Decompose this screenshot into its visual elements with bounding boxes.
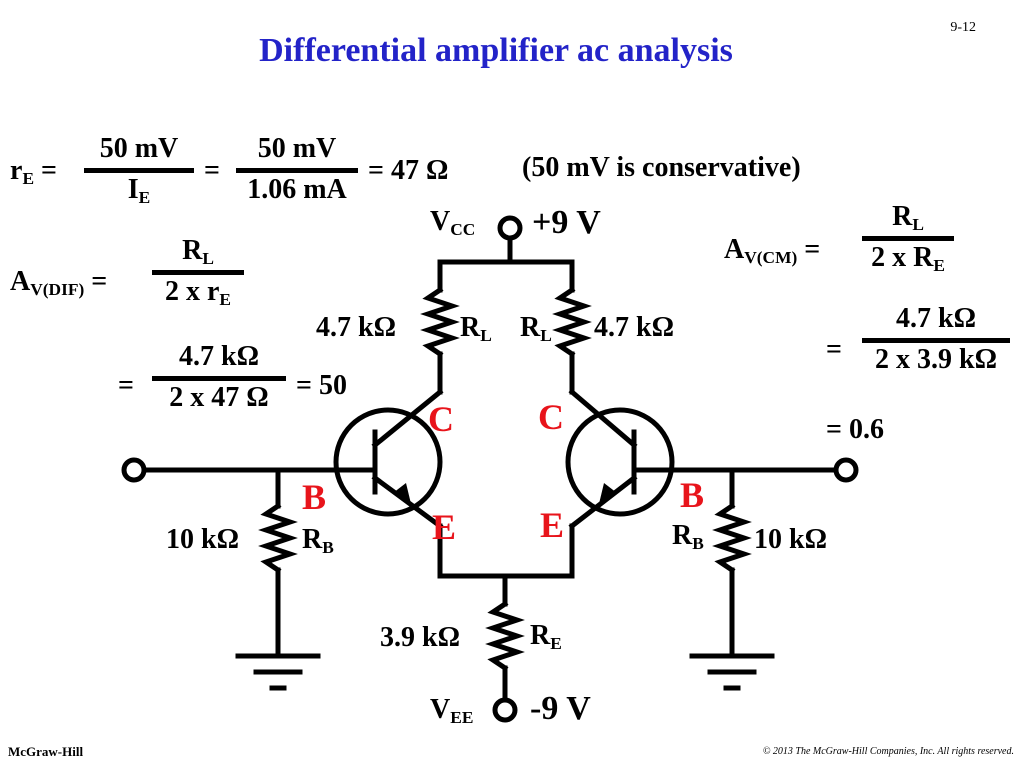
- re-label: RE: [530, 620, 562, 653]
- vcc-label: VCC: [430, 206, 476, 239]
- re-resistor-icon: [485, 600, 525, 672]
- vee-value: -9 V: [530, 690, 591, 727]
- re-result: = 47 Ω: [368, 155, 449, 186]
- vcc-terminal-icon: [497, 215, 523, 241]
- re-lhs: rE =: [10, 155, 57, 188]
- rb-left-value: 10 kΩ: [166, 524, 239, 555]
- avcm-fraction-2: 4.7 kΩ 2 x 3.9 kΩ: [862, 304, 1010, 375]
- avdif-result: = 50: [296, 370, 347, 401]
- slide-title: Differential amplifier ac analysis: [259, 32, 733, 69]
- rl-left-resistor-icon: [420, 286, 460, 358]
- avdif-fraction-1: RL 2 x rE: [152, 236, 244, 308]
- rl-right-label: RL: [520, 312, 552, 345]
- vee-label: VEE: [430, 694, 474, 727]
- left-transistor-icon: [333, 407, 443, 517]
- re-fraction-2: 50 mV 1.06 mA: [236, 134, 358, 205]
- footer-copyright: © 2013 The McGraw-Hill Companies, Inc. A…: [762, 746, 1014, 757]
- left-emitter-label: E: [432, 507, 457, 547]
- right-base-label: B: [680, 475, 705, 515]
- rl-right-value: 4.7 kΩ: [594, 312, 674, 343]
- left-input-terminal-icon: [121, 457, 147, 483]
- right-collector-label: C: [538, 397, 564, 437]
- rb-right-label: RB: [672, 520, 704, 553]
- vcc-value: +9 V: [532, 204, 601, 241]
- right-input-terminal-icon: [833, 457, 859, 483]
- conservative-note: (50 mV is conservative): [522, 152, 801, 183]
- avcm-lhs: AV(CM) =: [724, 234, 821, 267]
- left-emitter-arrow-icon: [393, 483, 412, 508]
- re-equals: =: [204, 155, 220, 186]
- avcm-fraction-1: RL 2 x RE: [862, 202, 954, 274]
- left-collector-label: C: [428, 399, 454, 439]
- right-transistor-icon: [565, 407, 675, 517]
- right-emitter-label: E: [540, 505, 565, 545]
- re-fraction-1: 50 mV IE: [84, 134, 194, 206]
- rb-left-label: RB: [302, 524, 334, 557]
- rb-right-resistor-icon: [712, 502, 752, 574]
- avcm-equals: =: [826, 334, 842, 365]
- rl-right-resistor-icon: [552, 286, 592, 358]
- avcm-result: = 0.6: [826, 414, 884, 445]
- avdif-lhs: AV(DIF) =: [10, 266, 108, 299]
- rb-right-value: 10 kΩ: [754, 524, 827, 555]
- vee-terminal-icon: [492, 697, 518, 723]
- left-base-label: B: [302, 477, 327, 517]
- re-value: 3.9 kΩ: [380, 622, 460, 653]
- avdif-equals: =: [118, 370, 134, 401]
- avdif-fraction-2: 4.7 kΩ 2 x 47 Ω: [152, 342, 286, 413]
- page-number: 9-12: [950, 20, 976, 35]
- rl-left-label: RL: [460, 312, 492, 345]
- right-emitter-arrow-icon: [598, 483, 617, 508]
- rb-left-resistor-icon: [258, 502, 298, 574]
- rl-left-value: 4.7 kΩ: [316, 312, 396, 343]
- footer-publisher: McGraw-Hill: [8, 744, 84, 759]
